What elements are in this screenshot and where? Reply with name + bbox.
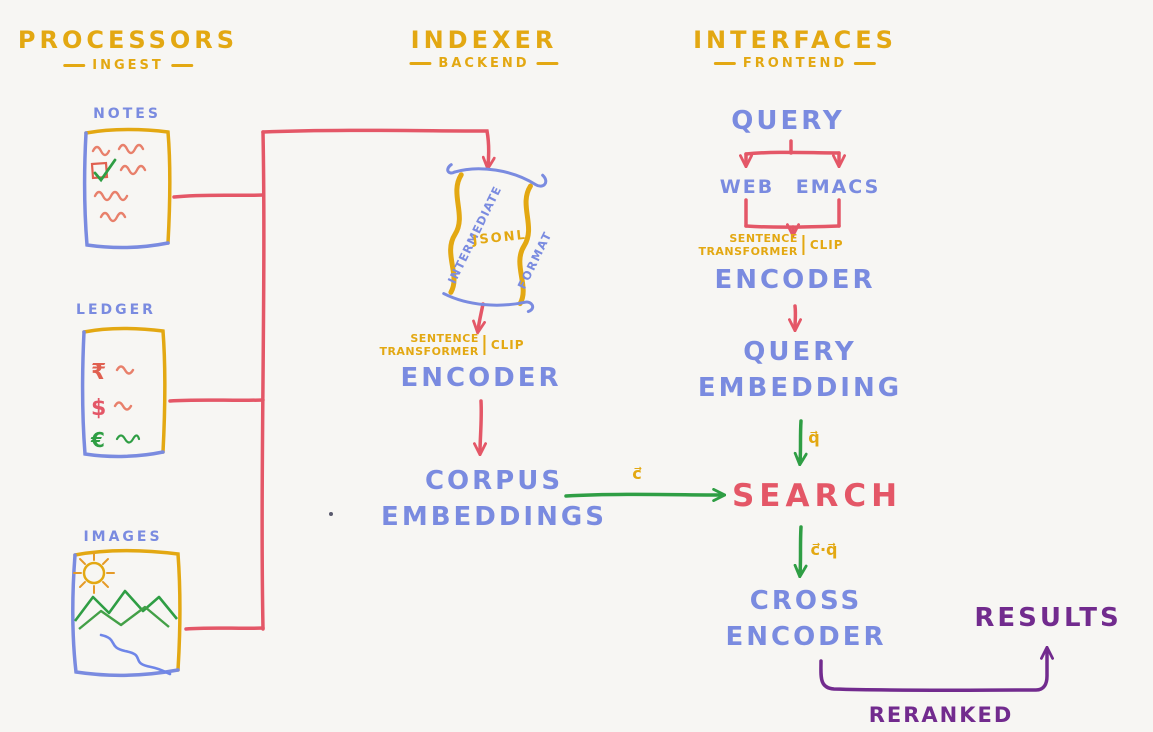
mountains-sketch — [73, 589, 179, 622]
jsonl-scroll: INTERMEDIATE JSONL FORMAT — [442, 163, 555, 314]
caption-line2: TRANSFORMER — [698, 245, 798, 258]
subtitle-dash — [713, 62, 736, 65]
edge-scroll-to-encoder — [478, 302, 483, 330]
edge-trunk-to-scroll — [261, 128, 489, 166]
notes-label: NOTES — [93, 106, 161, 122]
edge-trunk-vertical — [260, 130, 266, 631]
processors-title: PROCESSORS — [17, 26, 239, 54]
edge-ledger-to-trunk — [168, 398, 265, 403]
search-node: SEARCH — [731, 478, 903, 514]
ingest-edges — [168, 128, 489, 631]
images-label: IMAGES — [83, 529, 163, 545]
interfaces-subtitle-text: FRONTEND — [742, 56, 848, 71]
corpus-line1: CORPUS — [424, 466, 564, 496]
encoder-caption-indexer: SENTENCE TRANSFORMER CLIP — [379, 332, 524, 358]
edge-notes-to-trunk — [172, 193, 265, 199]
edge-query-embedding-to-search — [800, 419, 801, 462]
caption-divider — [483, 335, 486, 355]
query-vector-label: q⃗ — [808, 428, 820, 447]
edge-query-split-bar — [744, 150, 841, 156]
dot-product-label: c⃗·q⃗ — [810, 540, 838, 559]
caption-clip: CLIP — [490, 338, 525, 352]
river-sketch — [99, 633, 172, 676]
subtitle-dash — [536, 62, 559, 65]
euro-symbol: € — [90, 428, 105, 452]
subtitle-dash — [170, 64, 193, 67]
caption-sentence-transformer: SENTENCE TRANSFORMER — [379, 332, 478, 358]
rerank-edge — [819, 650, 1047, 692]
processors-subtitle: INGEST — [63, 58, 193, 73]
emacs-node: EMACS — [795, 176, 881, 198]
subtitle-dash — [409, 62, 432, 65]
query-embedding-line2: EMBEDDING — [697, 373, 903, 403]
rupee-symbol: ₹ — [91, 360, 106, 385]
encoder-node-indexer: ENCODER — [400, 363, 562, 393]
processors-subtitle-text: INGEST — [92, 58, 164, 73]
notes-checkbox — [90, 161, 109, 180]
encoder-node-interfaces: ENCODER — [714, 265, 876, 295]
mountains-sketch-2 — [78, 605, 170, 630]
web-node: WEB — [719, 176, 775, 198]
cross-encoder-line2: ENCODER — [725, 622, 887, 652]
scroll-label-jsonl: JSONL — [471, 228, 528, 249]
edge-encoder-to-corpus — [480, 399, 481, 452]
query-embedding-line1: QUERY — [743, 337, 857, 367]
caption-line1: SENTENCE — [729, 232, 798, 245]
cross-encoder-line1: CROSS — [749, 586, 863, 616]
indexer-subtitle-text: BACKEND — [438, 56, 530, 71]
caption-clip: CLIP — [809, 238, 844, 252]
notes-checkmark-icon — [93, 158, 117, 183]
query-node: QUERY — [731, 106, 845, 136]
encoder-caption-interfaces: SENTENCE TRANSFORMER CLIP — [698, 232, 843, 258]
interfaces-subtitle: FRONTEND — [713, 56, 877, 71]
caption-sentence-transformer: SENTENCE TRANSFORMER — [698, 232, 797, 258]
images-card-sketch — [71, 549, 182, 677]
corpus-line2: EMBEDDINGS — [381, 502, 607, 532]
subtitle-dash — [63, 64, 86, 67]
caption-line2: TRANSFORMER — [379, 345, 479, 358]
ledger-card-sketch: ₹ $ € — [80, 326, 167, 459]
edge-corpus-to-search — [564, 494, 722, 496]
edge-search-to-cross-encoder — [800, 525, 801, 574]
query-embedding-node: QUERY EMBEDDING — [698, 334, 902, 406]
edge-images-to-trunk — [184, 626, 265, 631]
sun-icon — [73, 552, 115, 594]
cross-encoder-node: CROSS ENCODER — [725, 583, 886, 655]
notes-card-sketch — [82, 127, 172, 250]
subtitle-dash — [854, 62, 877, 65]
results-node: RESULTS — [974, 603, 1122, 633]
stray-mark — [329, 512, 333, 516]
caption-line1: SENTENCE — [410, 332, 479, 345]
query-edges — [744, 139, 841, 328]
interfaces-title: INTERFACES — [693, 26, 897, 54]
notes-scribbles — [91, 143, 147, 223]
dollar-symbol: $ — [91, 396, 106, 421]
corpus-embeddings-node: CORPUS EMBEDDINGS — [381, 463, 607, 535]
reranked-label: RERANKED — [868, 703, 1014, 727]
caption-divider — [802, 235, 805, 255]
search-edges — [564, 419, 801, 574]
edge-cross-encoder-to-results — [819, 650, 1047, 692]
ledger-label: LEDGER — [76, 302, 156, 318]
indexer-subtitle: BACKEND — [409, 56, 559, 71]
corpus-vector-label: c⃗ — [632, 464, 642, 483]
indexer-title: INDEXER — [410, 26, 558, 54]
